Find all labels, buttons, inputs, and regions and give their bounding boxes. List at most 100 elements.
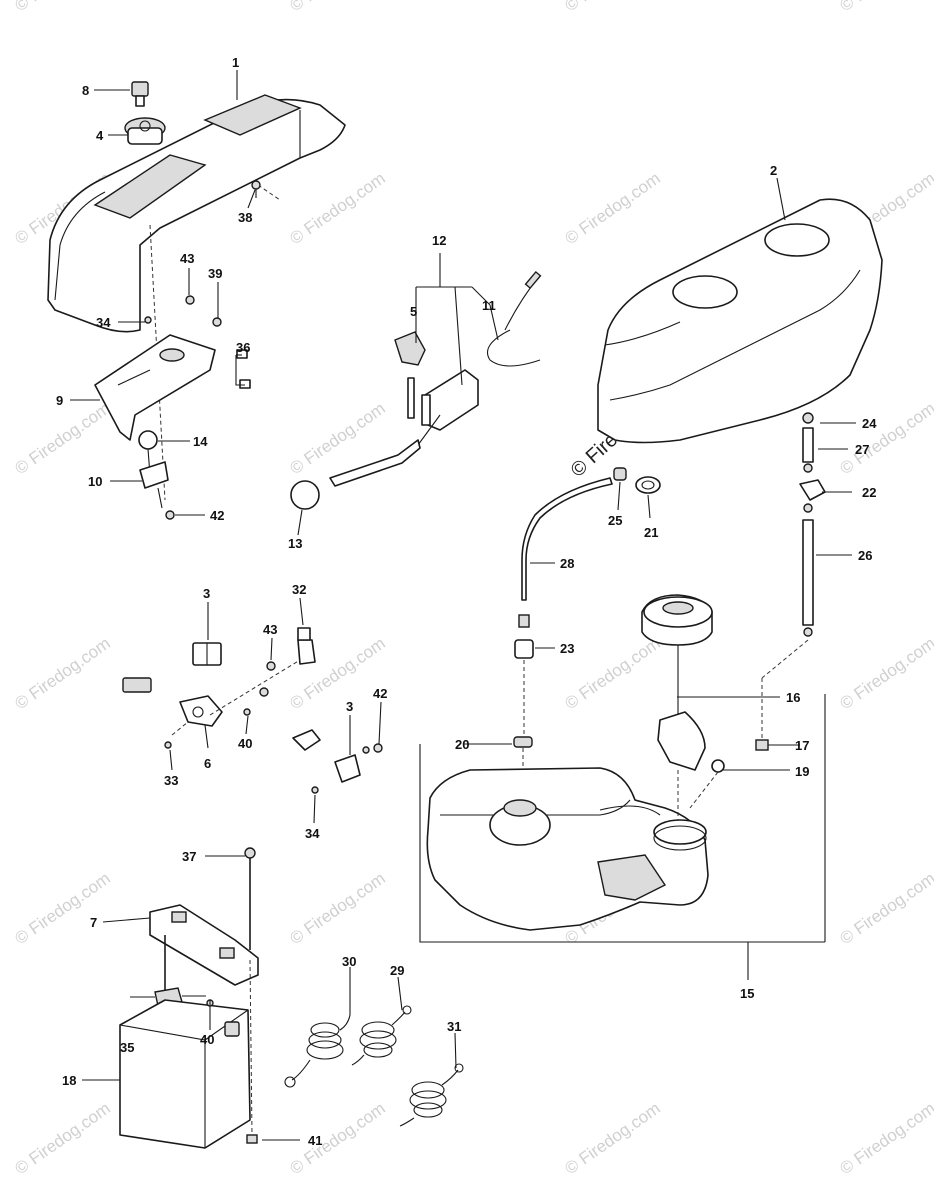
callout-3b: 3 [346, 699, 353, 714]
callout-25: 25 [608, 513, 622, 528]
callout-16: 16 [786, 690, 800, 705]
washer-39 [212, 317, 222, 327]
throttle-rod [407, 377, 415, 419]
switch-32 [297, 627, 316, 665]
callout-41: 41 [308, 1133, 322, 1148]
callout-34a: 34 [96, 315, 111, 330]
callout-24: 24 [862, 416, 877, 431]
leader-lines [70, 70, 856, 1141]
nut-42b [373, 743, 383, 753]
callout-29: 29 [390, 963, 404, 978]
control-panel-cover [47, 94, 346, 501]
callout-31: 31 [447, 1019, 461, 1034]
battery-cable-29 [351, 1005, 412, 1066]
callout-9: 9 [56, 393, 63, 408]
callout-8: 8 [82, 83, 89, 98]
screw-34b [311, 786, 319, 794]
callout-40a: 40 [238, 736, 252, 751]
callout-6: 6 [204, 756, 211, 771]
callout-7: 7 [90, 915, 97, 930]
callout-34b: 34 [305, 826, 320, 841]
fuel-hose-28 [521, 477, 613, 601]
callout-32: 32 [292, 582, 306, 597]
watermark: © Firedog.com [286, 169, 388, 249]
callout-4: 4 [96, 128, 104, 143]
callout-43a: 43 [180, 251, 194, 266]
throttle-bracket-5 [394, 331, 426, 366]
washer-40a [259, 687, 269, 697]
fuel-filter-23 [514, 614, 534, 740]
switch-3a [192, 642, 222, 666]
callout-36: 36 [236, 340, 250, 355]
watermark: © Firedog.com [561, 1099, 663, 1179]
callout-37: 37 [182, 849, 196, 864]
callout-27: 27 [855, 442, 869, 457]
vent-tube-26 [761, 519, 814, 738]
mounting-bracket [94, 334, 216, 441]
watermark: © Firedog.com [561, 169, 663, 249]
fitting-17-19 [711, 739, 769, 773]
callout-2: 2 [770, 163, 777, 178]
callout-18: 18 [62, 1073, 76, 1088]
callout-22: 22 [862, 485, 876, 500]
watermark: © Firedog.com [11, 634, 113, 714]
watermark: © Firedog.com [561, 634, 663, 714]
choke-lever [139, 461, 169, 509]
callout-39: 39 [208, 266, 222, 281]
callout-30: 30 [342, 954, 356, 969]
watermark: © Firedog.com [836, 0, 934, 15]
battery-holddown [149, 847, 259, 986]
throttle-assembly [290, 369, 479, 510]
vent-valve-22 [799, 479, 826, 513]
rear-cover [597, 198, 883, 444]
nut-43a [185, 295, 195, 305]
switch-3b [334, 754, 361, 783]
screw-33 [164, 741, 172, 749]
watermark: © Firedog.com [836, 399, 934, 479]
watermark: © Firedog.com [11, 399, 113, 479]
tank-bracket-lines [419, 694, 826, 980]
callout-10: 10 [88, 474, 102, 489]
callout-5: 5 [410, 304, 417, 319]
hardware-nuts [144, 295, 251, 520]
screw-38 [251, 180, 261, 198]
plunger-switch [292, 729, 321, 751]
watermark: © Firedog.com [836, 1099, 934, 1179]
callout-13: 13 [288, 536, 302, 551]
throttle-handle [329, 439, 421, 487]
connector-left [122, 677, 152, 693]
vent-tube-27 [802, 427, 814, 473]
callout-11: 11 [482, 298, 496, 313]
watermark: © Firedog.com [836, 634, 934, 714]
grommet-21 [635, 476, 661, 494]
bolt-36 [236, 349, 248, 359]
throttle-cable-11 [486, 270, 542, 367]
callout-42a: 42 [210, 508, 224, 523]
ignition-switch [124, 117, 166, 145]
switch-6 [179, 695, 223, 727]
callout-3a: 3 [203, 586, 210, 601]
callout-12: 12 [432, 233, 446, 248]
battery-cable-31 [399, 1063, 464, 1127]
nut-42a [165, 510, 175, 520]
fuel-cap-16 [641, 594, 713, 771]
vent-cap-24 [802, 412, 814, 424]
callout-20: 20 [455, 737, 469, 752]
callout-1: 1 [232, 55, 239, 70]
callout-labels: 1 8 4 38 43 39 34 36 9 14 10 42 12 5 11 … [56, 55, 877, 1148]
callout-26: 26 [858, 548, 872, 563]
ignition-key [131, 81, 149, 107]
watermark: © Firedog.com [286, 0, 388, 15]
callout-19: 19 [795, 764, 809, 779]
watermark: © Firedog.com [11, 869, 113, 949]
small-hardware-mid [164, 661, 383, 794]
callout-17: 17 [795, 738, 809, 753]
callout-40b: 40 [200, 1032, 214, 1047]
watermark: © Firedog.com [836, 869, 934, 949]
callout-15: 15 [740, 986, 754, 1001]
callout-35: 35 [120, 1040, 134, 1055]
callout-38: 38 [238, 210, 252, 225]
watermark: © Firedog.com [286, 1099, 388, 1179]
fitting-25 [613, 467, 627, 481]
